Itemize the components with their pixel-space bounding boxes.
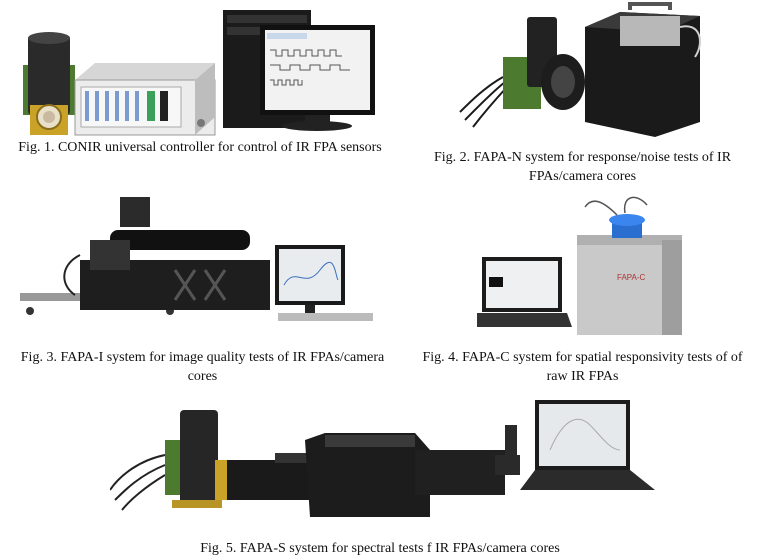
figure-4-caption-line-2: raw IR FPAs [546, 369, 619, 384]
figure-2: Fig. 2. FAPA-N system for response/noise… [405, 0, 760, 190]
figure-3-caption-line-1: Fig. 3. FAPA-I system for image quality … [20, 350, 385, 365]
figure-4: FAPA-C Fig. 4. FAPA-C system for spatial… [405, 195, 760, 385]
fapa-s-system-photo [110, 395, 670, 535]
figure-1-caption: Fig. 1. CONIR universal controller for c… [18, 140, 382, 155]
figure-2-caption-line-1: Fig. 2. FAPA-N system for response/noise… [433, 150, 732, 165]
figure-3-caption-line-2: cores [187, 369, 218, 384]
cryo-head-icon [584, 196, 648, 238]
camera-head-icon [120, 197, 150, 227]
monochromator-icon [305, 425, 520, 517]
laptop-icon [520, 400, 655, 490]
sensor-head-icon [165, 410, 222, 508]
figure-2-caption-line-2: FPAs/camera cores [528, 169, 637, 184]
monitor-icon [260, 25, 375, 131]
collimator-tube-icon [110, 230, 250, 250]
fapa-n-system-photo [455, 2, 705, 140]
sensor-head-icon [23, 32, 75, 135]
cables-icon [459, 76, 508, 128]
figure-5: Fig. 5. FAPA-S system for spectral tests… [0, 395, 760, 560]
handle-icon [628, 2, 672, 10]
figure-4-caption-line-1: Fig. 4. FAPA-C system for spatial respon… [422, 350, 743, 365]
test-enclosure-icon: FAPA-C [577, 235, 682, 335]
figure-5-caption: Fig. 5. FAPA-S system for spectral tests… [200, 541, 560, 556]
enclosure-label: FAPA-C [617, 273, 646, 282]
figure-1: Fig. 1. CONIR universal controller for c… [0, 0, 400, 175]
figure-3: Fig. 3. FAPA-I system for image quality … [0, 195, 405, 385]
controller-box-icon [74, 63, 216, 136]
conir-controller-photo [15, 5, 390, 140]
fapa-i-system-photo [20, 195, 375, 325]
fapa-c-system-photo: FAPA-C [477, 195, 692, 340]
tube-icon [215, 460, 325, 500]
laptop-icon [477, 257, 572, 327]
monitor-icon [275, 245, 373, 321]
